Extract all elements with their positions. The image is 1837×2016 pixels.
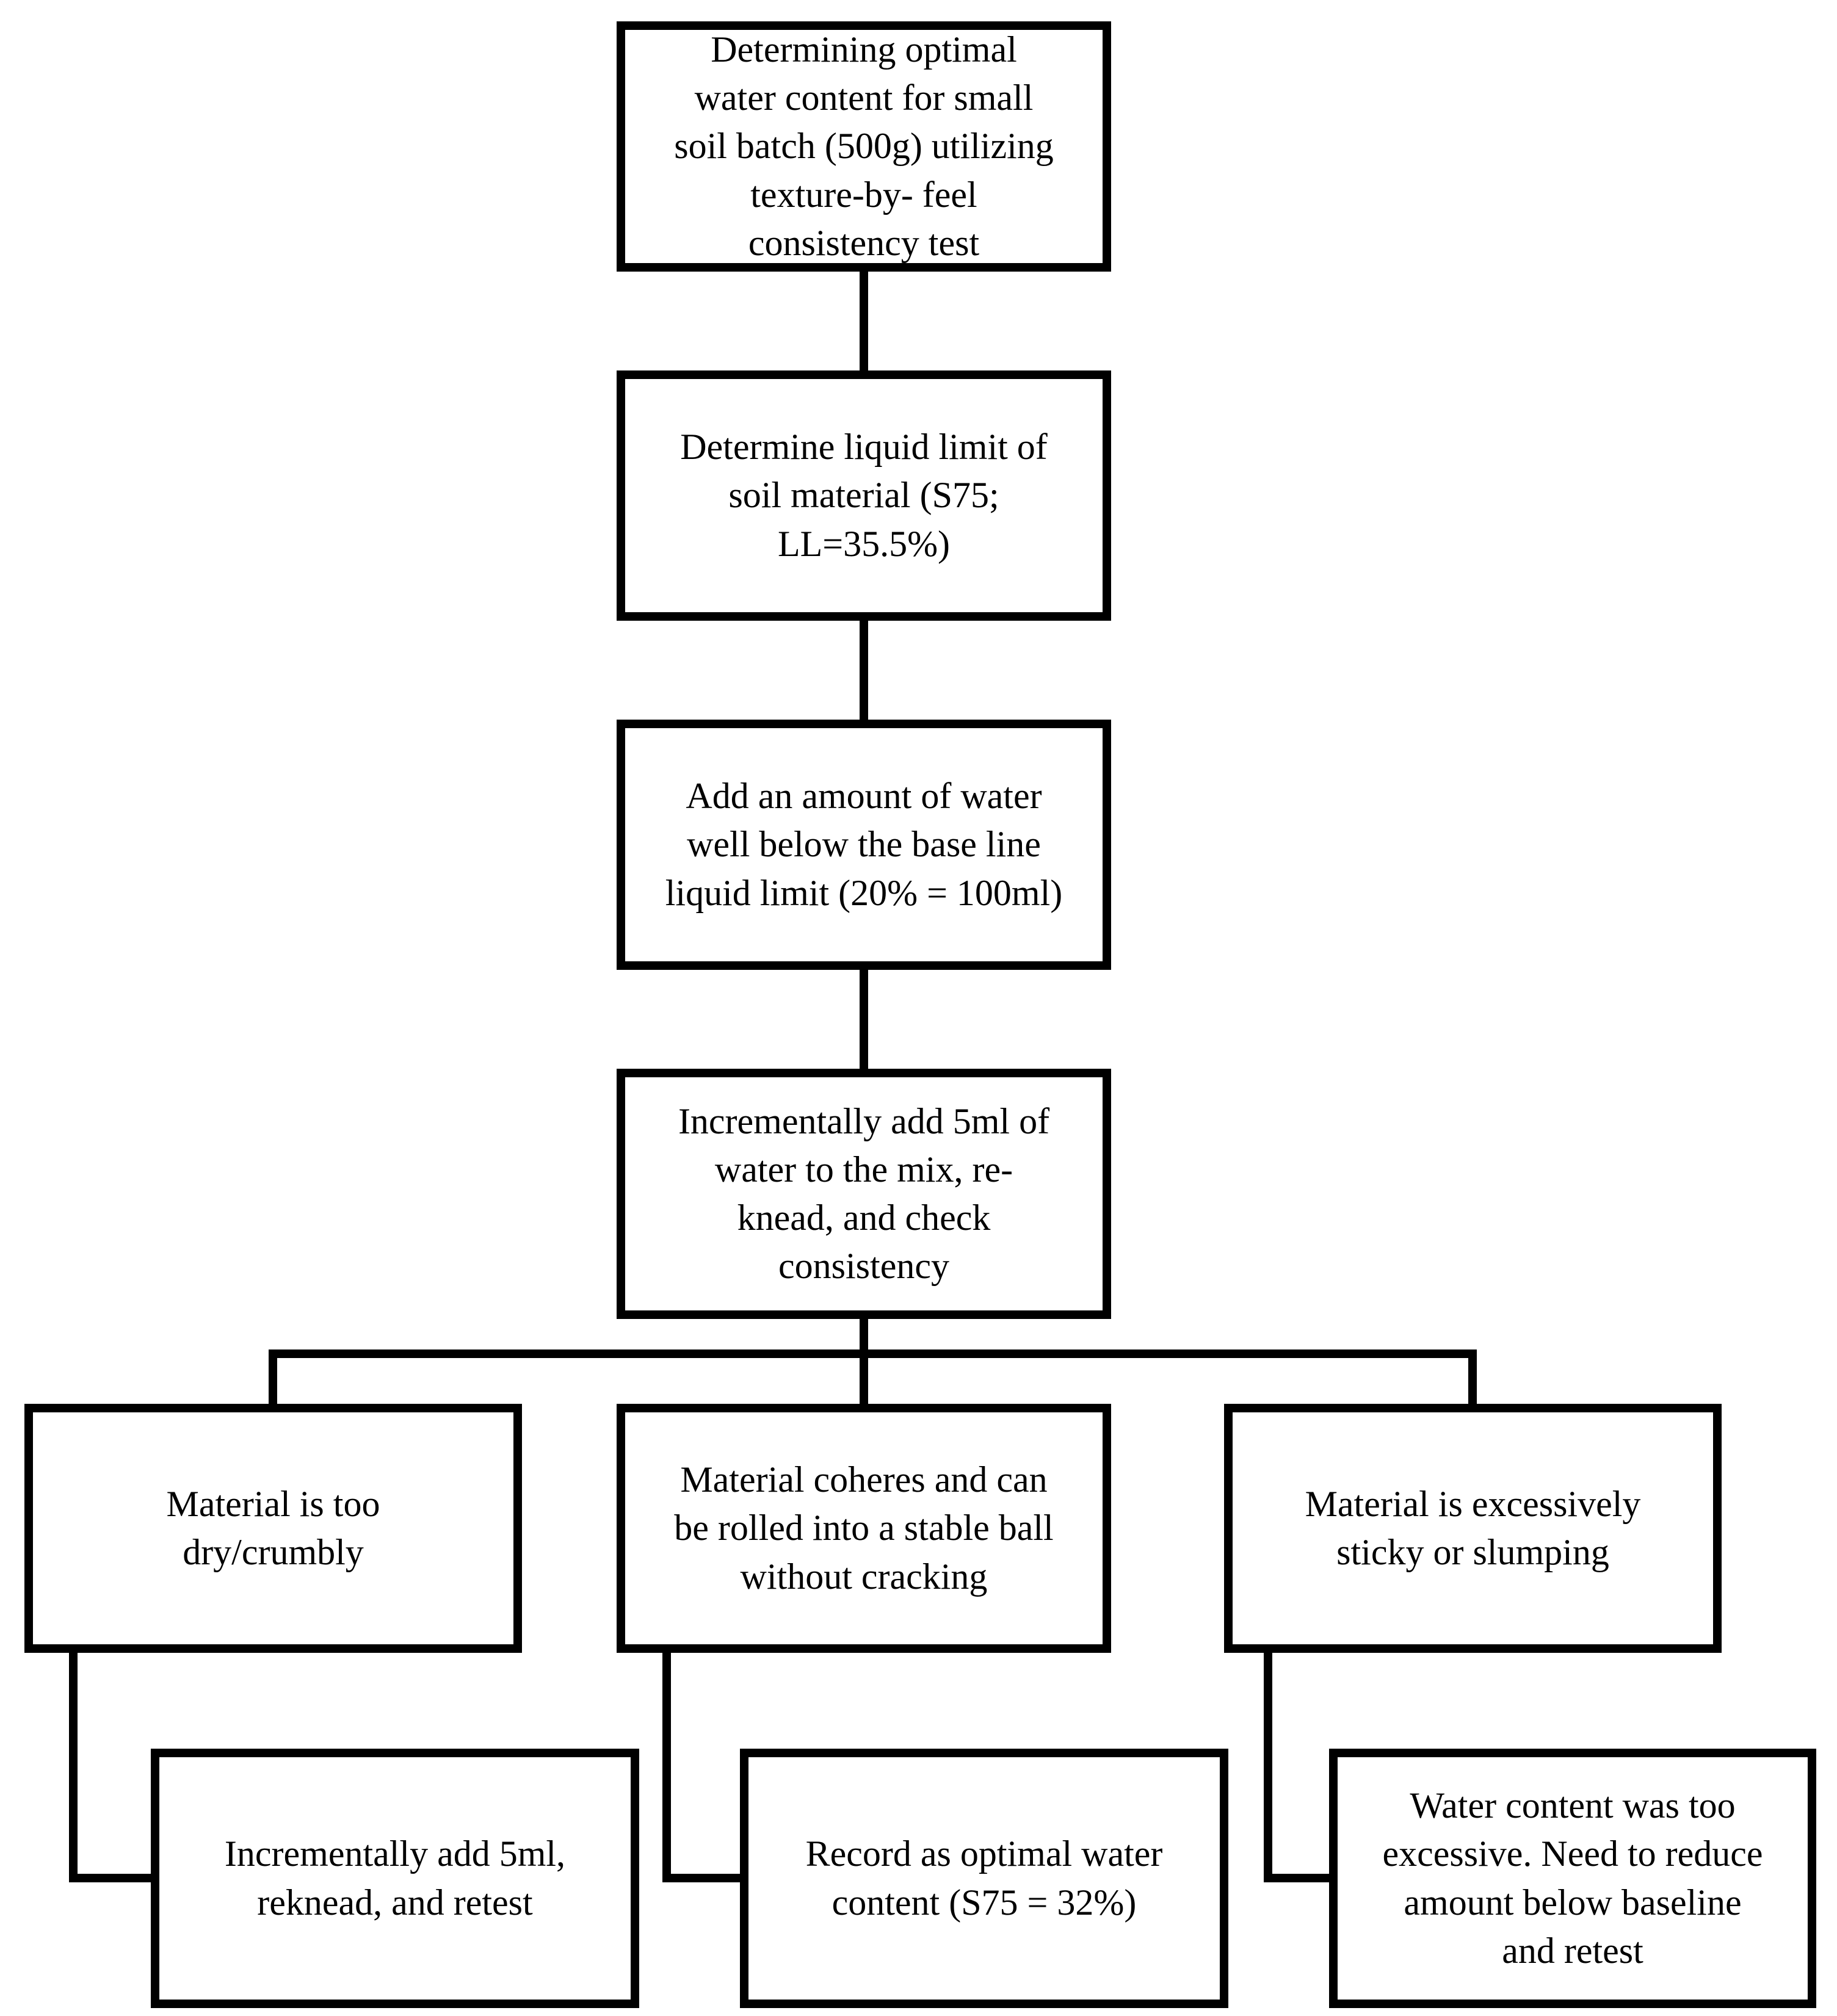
connector-branch-horizontal — [269, 1349, 1477, 1358]
connector-start-to-liquid-limit — [860, 270, 868, 372]
node-coheres: Material coheres and can be rolled into … — [617, 1404, 1111, 1653]
node-coheres-label: Material coheres and can be rolled into … — [674, 1459, 1054, 1597]
node-liquid-limit: Determine liquid limit of soil material … — [617, 370, 1111, 621]
node-start: Determining optimal water content for sm… — [617, 21, 1111, 272]
connector-branch-drop-right — [1468, 1349, 1477, 1407]
connector-too-sticky-elbow-horizontal — [1264, 1874, 1333, 1882]
node-record-optimal-label: Record as optimal water content (S75 = 3… — [805, 1834, 1163, 1923]
connector-coheres-elbow-horizontal — [662, 1874, 744, 1882]
node-add-water-label: Add an amount of water well below the ba… — [665, 776, 1063, 913]
node-add-water: Add an amount of water well below the ba… — [617, 720, 1111, 970]
node-incremental-add: Incrementally add 5ml of water to the mi… — [617, 1069, 1111, 1319]
node-incremental-add-label: Incrementally add 5ml of water to the mi… — [678, 1100, 1050, 1287]
connector-liquid-limit-to-add-water — [860, 620, 868, 721]
node-add-retest: Incrementally add 5ml, reknead, and rete… — [151, 1749, 639, 2008]
node-too-dry-label: Material is too dry/crumbly — [166, 1483, 380, 1572]
node-add-retest-label: Incrementally add 5ml, reknead, and rete… — [224, 1834, 566, 1923]
connector-add-water-to-incremental-add — [860, 969, 868, 1070]
node-record-optimal: Record as optimal water content (S75 = 3… — [740, 1749, 1228, 2008]
node-reduce-retest: Water content was too excessive. Need to… — [1329, 1749, 1816, 2008]
node-too-sticky: Material is excessively sticky or slumpi… — [1224, 1404, 1722, 1653]
connector-branch-drop-left — [269, 1349, 277, 1407]
connector-branch-drop-middle — [860, 1349, 868, 1407]
node-reduce-retest-label: Water content was too excessive. Need to… — [1382, 1785, 1763, 1971]
connector-too-dry-elbow-horizontal — [69, 1874, 154, 1882]
node-liquid-limit-label: Determine liquid limit of soil material … — [680, 427, 1048, 564]
connector-incremental-add-stem — [860, 1318, 868, 1358]
node-start-label: Determining optimal water content for sm… — [674, 29, 1054, 263]
node-too-dry: Material is too dry/crumbly — [24, 1404, 522, 1653]
connector-too-sticky-elbow-vertical — [1264, 1652, 1272, 1882]
connector-too-dry-elbow-vertical — [69, 1652, 78, 1882]
node-too-sticky-label: Material is excessively sticky or slumpi… — [1305, 1483, 1641, 1572]
connector-coheres-elbow-vertical — [662, 1652, 671, 1882]
